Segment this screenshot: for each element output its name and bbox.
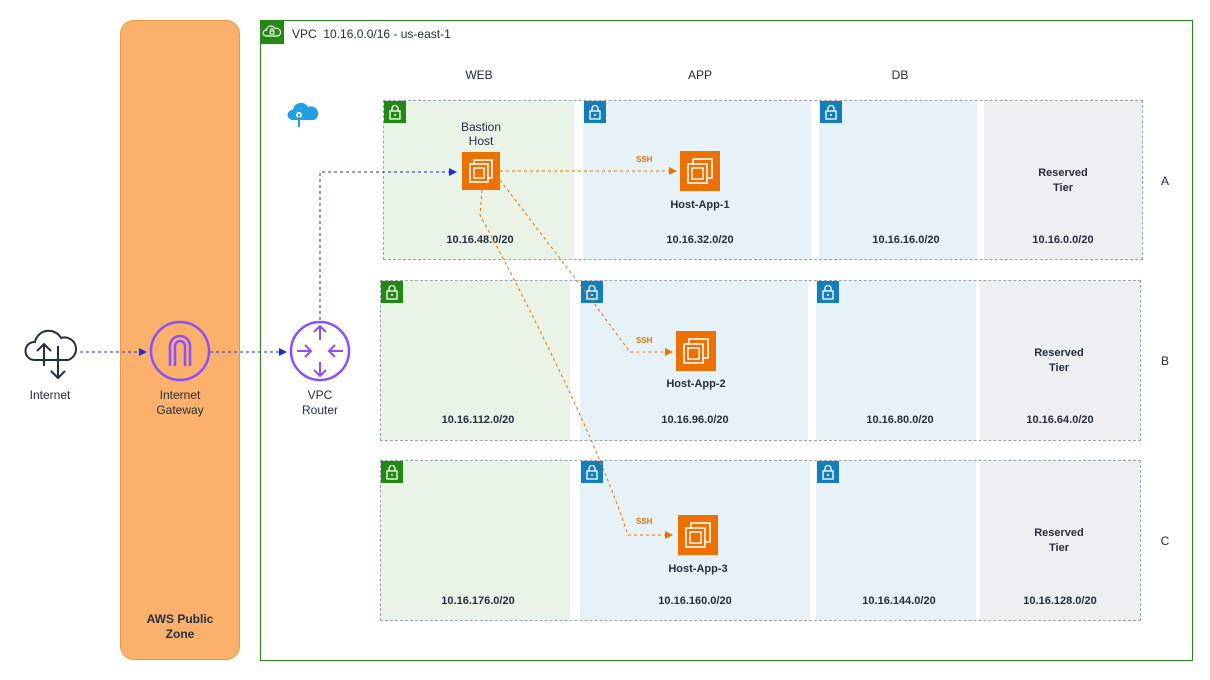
db-subnet-c [816, 461, 976, 620]
subnet-lock-icon [817, 461, 839, 483]
ssh-link-app2 [499, 179, 673, 356]
vpc-title: VPC 10.16.0.0/16 - us-east-1 [292, 27, 451, 41]
reserved-line2: Tier [1049, 542, 1069, 554]
reserved-tier-label-b: Reserved Tier [1009, 346, 1109, 376]
internet-gateway-icon [149, 320, 211, 382]
bastion-label-line2: Host [468, 134, 494, 148]
column-header-web: WEB [465, 68, 493, 82]
internet-gateway-label: Internet Gateway [135, 388, 225, 418]
host-app-3-label: Host-App-3 [668, 563, 728, 575]
reserved-line1: Reserved [1038, 167, 1088, 179]
reserved-subnet-c [980, 461, 1140, 620]
subnet-lock-icon [584, 101, 606, 123]
cidr-web-b: 10.16.112.0/20 [441, 414, 515, 426]
cidr-app-c: 10.16.160.0/20 [658, 595, 732, 607]
availability-zone-b [380, 280, 1141, 441]
internet-label: Internet [29, 388, 71, 402]
subnet-lock-icon [820, 101, 842, 123]
reserved-line2: Tier [1053, 182, 1073, 194]
cidr-app-b: 10.16.96.0/20 [661, 414, 729, 426]
reserved-subnet-a [984, 101, 1142, 259]
cidr-web-c: 10.16.176.0/20 [441, 595, 515, 607]
subnet-lock-icon [384, 101, 406, 123]
router-label-line2: Router [301, 403, 339, 417]
column-header-db: DB [891, 68, 909, 82]
reserved-tier-label-a: Reserved Tier [1013, 166, 1113, 196]
subnet-lock-icon [817, 281, 839, 303]
cidr-db-a: 10.16.16.0/20 [872, 234, 940, 246]
igw-label-line1: Internet [159, 388, 201, 402]
ec2-instance-icon[interactable] [462, 152, 500, 190]
cloud-internet-icon [20, 322, 82, 380]
vpc-container [260, 20, 1193, 661]
cidr-db-b: 10.16.80.0/20 [866, 414, 934, 426]
db-subnet-b [816, 281, 976, 440]
reserved-line2: Tier [1049, 362, 1069, 374]
reserved-tier-label-c: Reserved Tier [1009, 526, 1109, 556]
subnet-lock-icon [581, 461, 603, 483]
row-label-b: B [1160, 354, 1169, 368]
subnet-lock-icon [381, 281, 403, 303]
reserved-subnet-b [980, 281, 1140, 440]
ec2-instance-icon[interactable] [678, 515, 718, 555]
availability-zone-a [383, 100, 1143, 260]
reserved-line1: Reserved [1034, 347, 1084, 359]
router-label-line1: VPC [307, 388, 333, 402]
bastion-label-line1: Bastion [460, 120, 502, 134]
cidr-reserved-b: 10.16.64.0/20 [1026, 414, 1094, 426]
web-subnet-c [381, 461, 570, 620]
igw-label-line2: Gateway [156, 403, 204, 417]
ec2-instance-icon[interactable] [680, 151, 720, 191]
ssh-label-app1: SSH [636, 155, 653, 164]
cidr-app-a: 10.16.32.0/20 [666, 234, 734, 246]
ssh-label-app2: SSH [636, 336, 653, 345]
cidr-web-a: 10.16.48.0/20 [446, 234, 514, 246]
cidr-db-c: 10.16.144.0/20 [862, 595, 936, 607]
host-app-2-label: Host-App-2 [666, 378, 726, 390]
subnet-lock-icon [581, 281, 603, 303]
zone-label-line1: AWS Public [146, 612, 214, 626]
row-label-a: A [1160, 174, 1169, 188]
cidr-reserved-c: 10.16.128.0/20 [1023, 595, 1097, 607]
cidr-reserved-a: 10.16.0.0/20 [1032, 234, 1094, 246]
link-router-to-bastion [319, 168, 457, 320]
subnet-lock-icon [381, 461, 403, 483]
vpc-cloud-icon [260, 20, 284, 44]
zone-label-line2: Zone [165, 627, 195, 641]
row-label-c: C [1160, 534, 1170, 548]
column-header-app: APP [687, 68, 712, 82]
reserved-line1: Reserved [1034, 527, 1084, 539]
key-cloud-icon [284, 98, 322, 132]
availability-zone-c [380, 460, 1141, 621]
ssh-label-app3: SSH [636, 517, 653, 526]
ec2-instance-icon[interactable] [676, 331, 716, 371]
db-subnet-a [819, 101, 977, 259]
vpc-router-icon [289, 320, 351, 382]
bastion-host-label: Bastion Host [426, 120, 536, 148]
web-subnet-b [381, 281, 570, 440]
host-app-1-label: Host-App-1 [670, 199, 730, 211]
ssh-link-app3 [479, 189, 673, 539]
aws-public-zone-label: AWS Public Zone [120, 612, 240, 642]
vpc-router-label: VPC Router [275, 388, 365, 418]
